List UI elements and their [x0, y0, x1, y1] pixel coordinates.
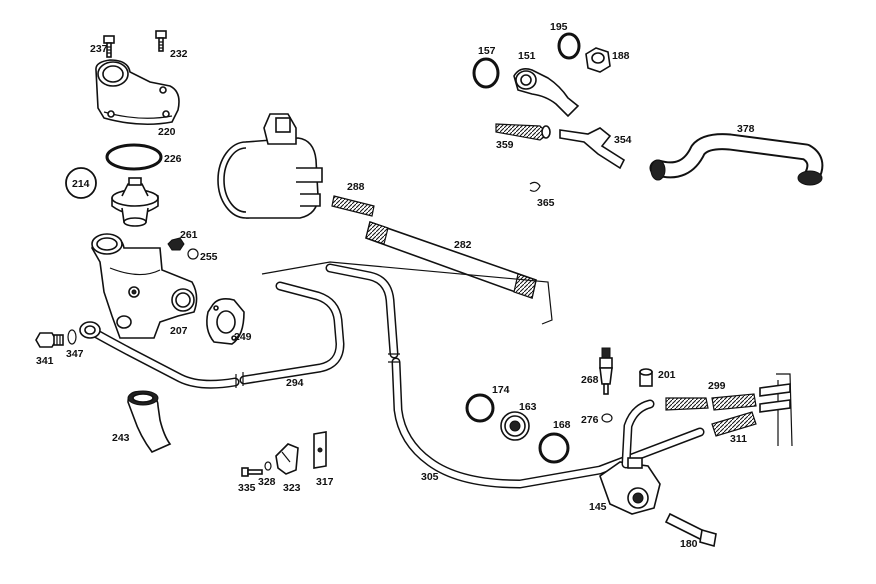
washer-328	[264, 461, 272, 471]
hose-282-outline	[261, 261, 553, 325]
nut-261	[167, 237, 185, 251]
label-282: 282	[454, 239, 472, 251]
ring-168	[538, 432, 570, 464]
bolt-335	[241, 467, 263, 477]
label-335: 335	[238, 482, 256, 494]
pipe-294	[79, 281, 345, 389]
label-circle-214	[65, 167, 97, 199]
fitting-151	[513, 68, 580, 118]
thermostat-housing-207	[91, 233, 198, 339]
label-249: 249	[234, 331, 252, 343]
label-341: 341	[36, 355, 54, 367]
label-365: 365	[537, 197, 555, 209]
label-255: 255	[200, 251, 218, 263]
label-354: 354	[614, 134, 632, 146]
label-220: 220	[158, 126, 176, 138]
label-299: 299	[708, 380, 726, 392]
label-378: 378	[737, 123, 755, 135]
label-328: 328	[258, 476, 276, 488]
gasket-ring-226	[105, 143, 163, 171]
clamp-323	[275, 443, 299, 475]
label-294: 294	[286, 377, 304, 389]
label-359: 359	[496, 139, 514, 151]
label-188: 188	[612, 50, 630, 62]
label-311: 311	[730, 433, 747, 445]
washer-255	[187, 248, 199, 260]
bracket	[759, 373, 793, 447]
hose-243	[127, 390, 172, 453]
label-226: 226	[164, 153, 182, 165]
label-214: 214	[72, 178, 90, 190]
label-180: 180	[680, 538, 698, 550]
banjo-bolt-341	[35, 332, 64, 348]
clip-365	[529, 181, 541, 192]
hose-311	[711, 411, 757, 437]
tee-354	[559, 127, 626, 170]
hose-299	[665, 393, 757, 411]
label-145: 145	[589, 501, 607, 513]
hose-378	[649, 133, 824, 186]
hose-288	[331, 195, 375, 217]
thermostat-214	[111, 177, 159, 227]
label-276: 276	[581, 414, 599, 426]
bolt-232	[155, 30, 167, 52]
ring-157	[472, 57, 500, 89]
hose-282	[365, 220, 537, 300]
label-268: 268	[581, 374, 599, 386]
label-261: 261	[180, 229, 198, 241]
label-174: 174	[492, 384, 510, 396]
label-237: 237	[90, 43, 108, 55]
label-195: 195	[550, 21, 568, 33]
ring-174	[465, 393, 495, 423]
fitting-145	[599, 399, 661, 515]
throttle-body	[217, 113, 323, 219]
label-207: 207	[170, 325, 188, 337]
hose-359	[495, 123, 551, 141]
union-188	[585, 47, 611, 73]
label-288: 288	[347, 181, 365, 193]
label-151: 151	[518, 50, 536, 62]
ring-195	[557, 32, 581, 60]
bolt-237	[103, 35, 115, 58]
label-347: 347	[66, 348, 84, 360]
cap-163	[500, 411, 530, 441]
label-305: 305	[421, 471, 439, 483]
bolt-180	[664, 512, 717, 548]
label-163: 163	[519, 401, 537, 413]
label-232: 232	[170, 48, 188, 60]
cap-nut-201	[639, 368, 653, 387]
seal-276	[601, 413, 613, 423]
plate-317	[313, 431, 327, 469]
label-317: 317	[316, 476, 334, 488]
sensor-268	[599, 347, 613, 395]
washer-347	[67, 329, 77, 345]
label-243: 243	[112, 432, 130, 444]
label-323: 323	[283, 482, 301, 494]
pipe-305	[325, 263, 705, 489]
thermostat-cover-220	[95, 59, 180, 126]
label-157: 157	[478, 45, 496, 57]
label-168: 168	[553, 419, 571, 431]
label-201: 201	[658, 369, 676, 381]
gasket-249	[206, 298, 245, 345]
